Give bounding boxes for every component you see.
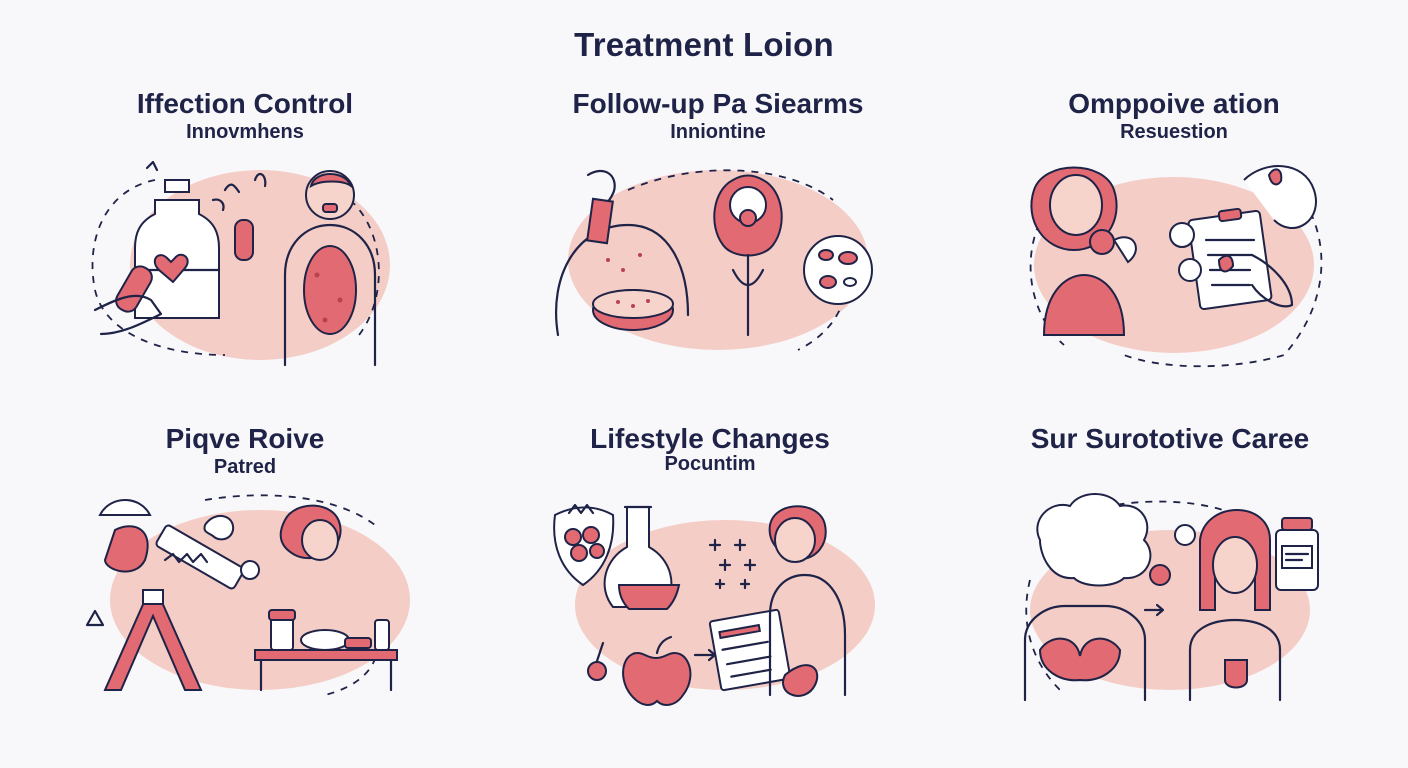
- panel-title: Lifestyle Changes: [590, 423, 830, 454]
- panel-omppoive-ation: Omppoive ation Resuestion: [984, 85, 1364, 415]
- panel-piqve-roive: Piqve Roive Patred: [55, 420, 435, 750]
- panel-lifestyle-changes: Lifestyle Changes Pocuntim: [520, 420, 900, 750]
- panel-title: Omppoive ation: [1068, 88, 1280, 119]
- lifestyle-changes-illustration: [553, 503, 875, 706]
- panel-title: Piqve Roive: [165, 423, 325, 454]
- panel-subtitle: Inniontine: [670, 121, 766, 143]
- panel-surototive-care: Sur Surototive Caree: [980, 420, 1360, 750]
- surototive-care-illustration: [1023, 493, 1319, 702]
- page-title: Treatment Loion: [574, 26, 834, 63]
- panel-title: Iffection Control: [136, 88, 354, 119]
- infection-control-illustration: [91, 160, 390, 367]
- panel-infection-control: Iffection Control Innovmhens: [55, 85, 435, 415]
- piqve-roive-illustration: [85, 494, 410, 696]
- panel-title: Follow-up Pa Siearms: [572, 88, 864, 119]
- panel-follow-up: Follow-up Pa Siearms Inniontine: [528, 85, 908, 415]
- panel-subtitle: Patred: [213, 456, 277, 478]
- follow-up-illustration: [555, 169, 873, 351]
- panel-title: Sur Surototive Caree: [1030, 423, 1310, 454]
- panel-subtitle: Resuestion: [1120, 121, 1228, 143]
- omppoive-illustration: [1029, 165, 1323, 368]
- panel-subtitle: Innovmhens: [186, 121, 304, 143]
- panel-subtitle: Pocuntim: [664, 453, 756, 475]
